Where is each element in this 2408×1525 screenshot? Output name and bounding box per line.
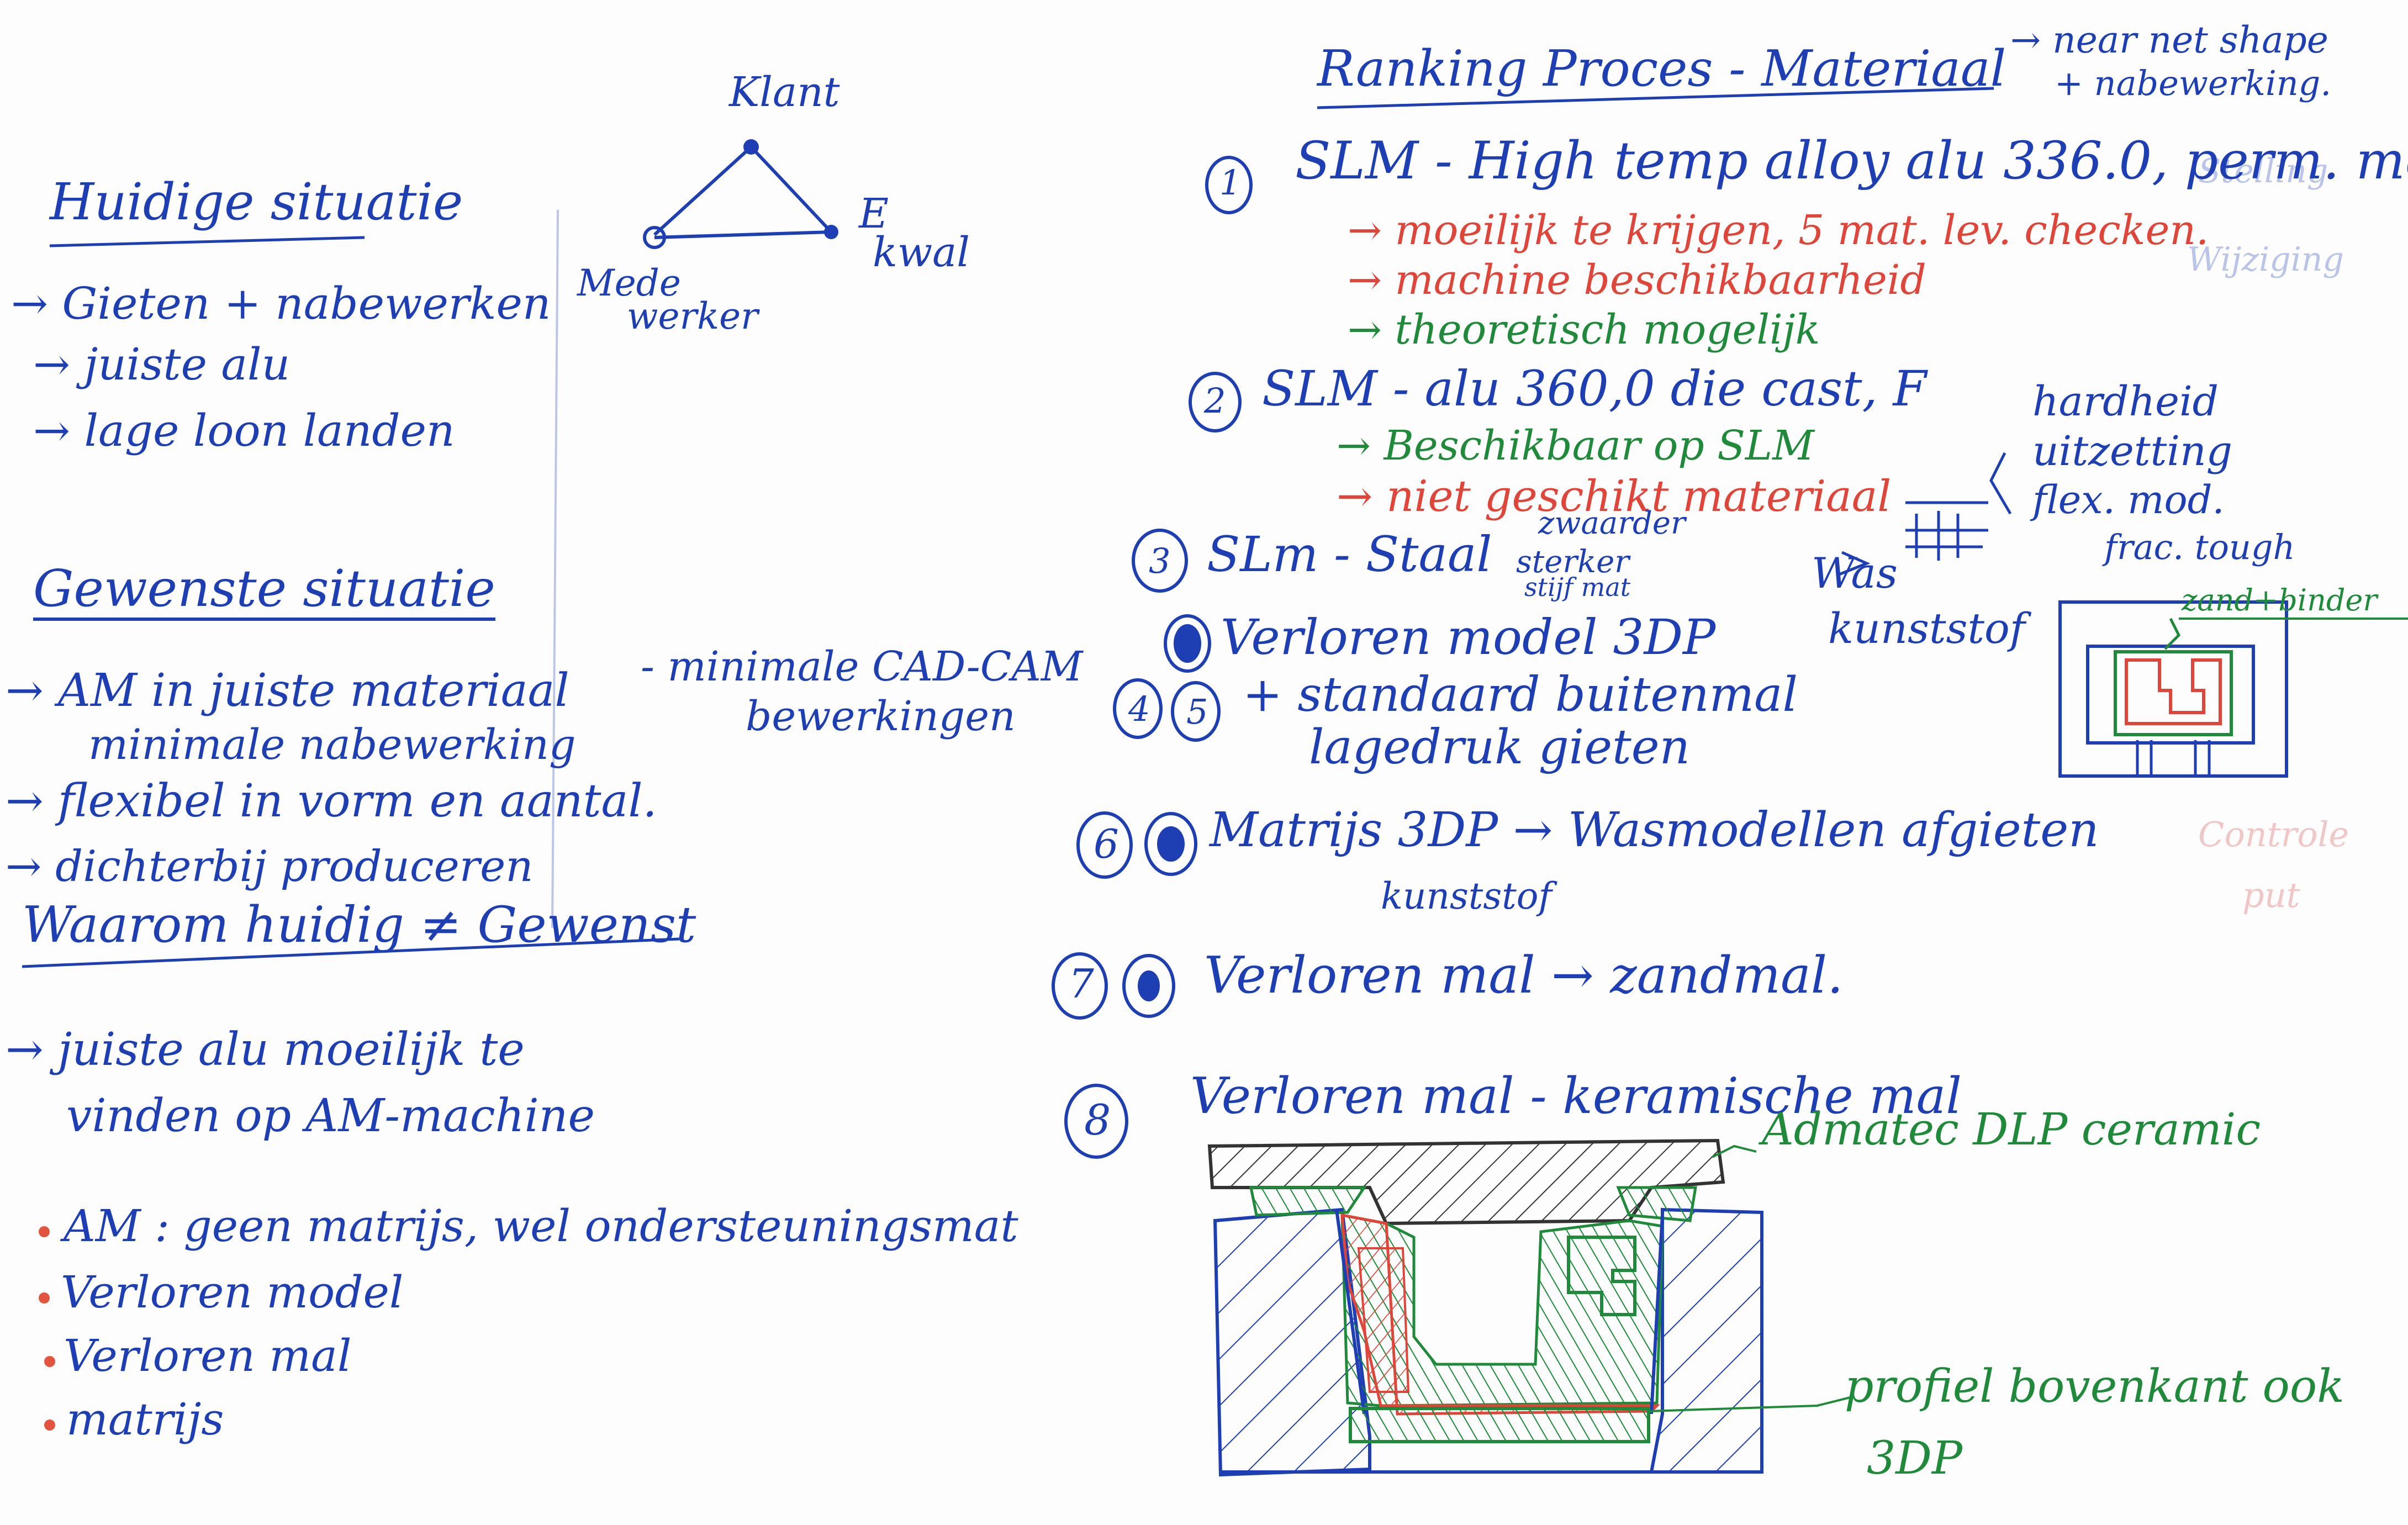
item-6-number: 6 — [1094, 821, 1119, 867]
triangle-label-mede: Mede — [577, 262, 681, 304]
item-6-text: Matrijs 3DP → Wasmodellen afgieten — [1210, 803, 2099, 858]
item-3-text: SLm - Staal — [1207, 526, 1492, 583]
huidige-item-1: → Gieten + nabewerken — [11, 278, 551, 329]
item-8-text: Verloren mal - keramische mal — [1190, 1067, 1962, 1125]
bullet-dot — [39, 1292, 50, 1304]
stakeholder-triangle — [653, 145, 833, 239]
item-45-text-2: lagedruk gieten — [1309, 720, 1691, 775]
item-1-number: 1 — [1219, 162, 1242, 203]
zand-binder-label: zand+binder — [2182, 583, 2378, 618]
item-2-sub-1: → Beschikbaar op SLM — [1337, 422, 1814, 469]
gewenste-item-2: → flexibel in vorm en aantal. — [6, 775, 657, 827]
item-1-text: SLM - High temp alloy alu 336.0, perm. m… — [1295, 131, 2408, 191]
waarom-line-1: → juiste alu moeilijk te — [6, 1023, 525, 1076]
item-3-note-zwaarder: zwaarder — [1538, 505, 1686, 541]
triangle-label-e: E — [859, 190, 889, 238]
verloren-model-text: Verloren model 3DP — [1221, 609, 1716, 666]
item-4-number: 4 — [1128, 689, 1150, 729]
prop-flex-mod: flex. mod. — [2032, 477, 2225, 523]
huidige-item-2: → juiste alu — [33, 339, 291, 390]
prop-uitzetting: uitzetting — [2032, 428, 2233, 475]
item-1-sub-3: → theoretisch mogelijk — [1348, 306, 1820, 353]
bullet-dot — [44, 1420, 55, 1431]
admatec-label: Admatec DLP ceramic — [1762, 1104, 2261, 1155]
triangle-node-medewerker — [643, 226, 666, 249]
ceramic-mold-cross-section — [1207, 1138, 1851, 1477]
item-3-number: 3 — [1149, 541, 1171, 581]
material-stack-sketch — [1905, 501, 1988, 561]
huidige-item-3: → lage loon landen — [33, 405, 455, 456]
item-7-number: 7 — [1069, 961, 1094, 1007]
item-2-sub-2: → niet geschikt materiaal — [1337, 472, 1892, 521]
number-circles — [1052, 156, 1253, 1159]
item-2-text: SLM - alu 360,0 die cast, F — [1262, 360, 1927, 417]
profiel-label-1: profiel bovenkant ook — [1845, 1360, 2344, 1413]
triangle-node-klant — [743, 139, 759, 155]
ghost-text-put: put — [2242, 875, 2300, 915]
gewenste-item-1: → AM in juiste materiaal — [6, 664, 569, 717]
gewenste-item-3: → dichterbij produceren — [6, 842, 534, 891]
triangle-label-werker: werker — [627, 295, 758, 337]
scribbled-numbers — [1138, 624, 1201, 1001]
bullet-item-3: Verloren mal — [64, 1330, 352, 1381]
near-net-shape-note: → near net shape — [2010, 19, 2328, 61]
bullet-dot — [44, 1356, 55, 1367]
item-1-sub-2: → machine beschikbaarheid — [1348, 256, 1926, 304]
triangle-label-kwal: kwal — [873, 229, 970, 276]
waarom-line-2: vinden op AM-machine — [66, 1090, 595, 1142]
ghost-text-1: Stelling — [2198, 152, 2328, 191]
item-2-number: 2 — [1204, 381, 1226, 421]
ghost-text-2: Wijziging — [2187, 240, 2344, 279]
waarom-heading: Waarom huidig ≠ Gewenst — [22, 896, 696, 954]
item-7-text: Verloren mal → zandmal. — [1204, 946, 1844, 1005]
sand-binder-mold-sketch — [2058, 600, 2408, 778]
was-label: Was — [1812, 548, 1898, 598]
kunststof-label: kunststof — [1828, 604, 2025, 653]
huidige-situatie-heading: Huidige situatie — [50, 172, 463, 231]
item-3-note-sterker: sterker — [1516, 544, 1629, 580]
item-1-sub-1: → moeilijk te krijgen, 5 mat. lev. check… — [1348, 207, 2209, 254]
profiel-label-2: 3DP — [1867, 1432, 1963, 1485]
item-5-number: 5 — [1186, 692, 1208, 732]
item-6-sub: kunststof — [1381, 875, 1552, 917]
bullet-item-1: AM : geen matrijs, wel ondersteuningsmat — [64, 1200, 1018, 1252]
ranking-heading: Ranking Proces - Materiaal — [1317, 40, 2006, 98]
prop-hardheid: hardheid — [2032, 378, 2219, 425]
item-3-note-stijf: stijf mat — [1524, 572, 1631, 602]
bullet-dot — [39, 1226, 50, 1237]
bullet-item-2: Verloren model — [61, 1267, 404, 1318]
item-8-number: 8 — [1084, 1095, 1111, 1144]
bullet-item-4: matrijs — [66, 1394, 224, 1445]
divider-line — [551, 209, 559, 928]
cad-cam-note: - minimale CAD-CAM — [641, 643, 1083, 690]
triangle-label-klant: Klant — [729, 68, 840, 116]
item-45-text-1: + standaard buitenmal — [1243, 667, 1798, 722]
nabewerking-note: + nabewerking. — [2055, 63, 2332, 103]
gewenste-item-1b: minimale nabewerking — [88, 720, 576, 769]
triangle-node-kwal — [824, 225, 838, 239]
ghost-text-controle: Controle — [2198, 814, 2349, 854]
prop-frac-tough: frac. tough — [2104, 527, 2295, 567]
cad-cam-note-2: bewerkingen — [746, 693, 1016, 740]
gewenste-situatie-heading: Gewenste situatie — [33, 563, 495, 621]
